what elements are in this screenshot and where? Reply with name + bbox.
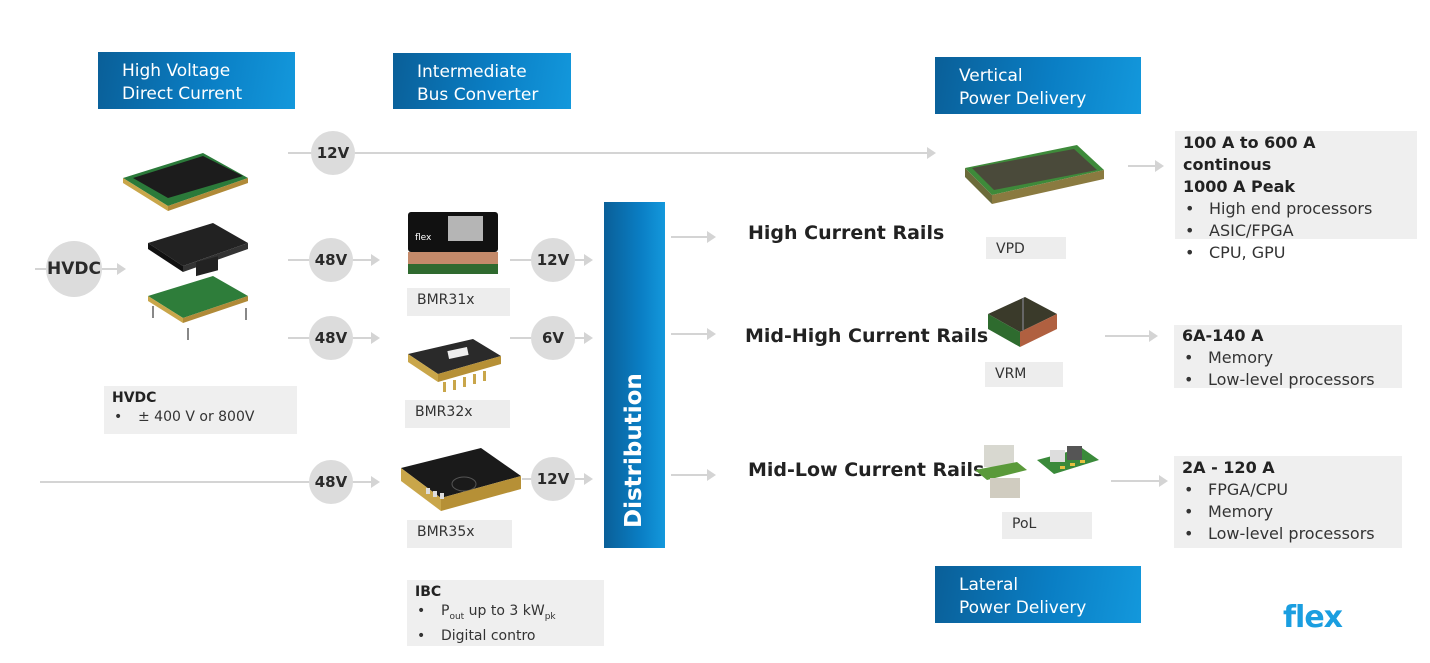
- rail-mid-high-current: Mid-High Current Rails: [745, 325, 989, 347]
- vrm-info-item: Memory: [1182, 347, 1394, 369]
- line-48v-2-left: [288, 337, 318, 339]
- header-lateral-power-delivery: Lateral Power Delivery: [935, 566, 1141, 623]
- bypass-arrow-12v: [350, 147, 936, 159]
- line-48v-3-left: [40, 481, 320, 483]
- vrm-info-box: 6A-140 A Memory Low-level processors: [1174, 325, 1402, 391]
- voltage-badge-6v-out: 6V: [531, 316, 575, 360]
- hvdc-info-box: HVDC ± 400 V or 800V: [104, 386, 297, 434]
- pout-sub2: pk: [544, 611, 556, 622]
- pol-info-box: 2A - 120 A FPGA/CPU Memory Low-level pro…: [1174, 456, 1402, 548]
- hvdc-input-line: [35, 268, 55, 270]
- header-vertical-line1: Vertical: [959, 66, 1023, 86]
- line-48v-1-left: [288, 259, 318, 261]
- pol-label: PoL: [1002, 512, 1092, 539]
- vpd-info-title-2: 1000 A Peak: [1183, 177, 1296, 196]
- hvdc-arrow: [100, 263, 126, 275]
- hvdc-top-module: [123, 153, 248, 211]
- bmr31x-image: flex: [408, 212, 498, 274]
- pout-prefix: P: [441, 603, 450, 619]
- vpd-info-item: High end processors: [1183, 198, 1409, 220]
- arrow-48v-2: [350, 332, 380, 344]
- bmr32x-image: [408, 339, 501, 392]
- header-vertical-line2: Power Delivery: [959, 89, 1087, 109]
- distribution-bar: Distribution: [604, 202, 665, 548]
- voltage-badge-12v-out3: 12V: [531, 457, 575, 501]
- hvdc-base-board: [148, 256, 248, 340]
- arrow-vpd-info: [1128, 160, 1164, 172]
- bmr35x-image: [401, 448, 521, 511]
- header-ibc: Intermediate Bus Converter: [393, 53, 571, 109]
- bmr35x-label: BMR35x: [407, 520, 512, 548]
- arrow-pol-info: [1111, 475, 1168, 487]
- arrow-12v-out3: [575, 473, 593, 485]
- line-12v-out-left: [510, 259, 532, 261]
- vpd-image: [965, 145, 1104, 204]
- pol-image: [975, 445, 1099, 498]
- hvdc-info-title: HVDC: [112, 390, 157, 406]
- vpd-info-item: CPU, GPU: [1183, 242, 1409, 264]
- bmr32x-label: BMR32x: [405, 400, 510, 428]
- vrm-label: VRM: [985, 362, 1063, 387]
- voltage-badge-48v-3: 48V: [309, 460, 353, 504]
- arrow-vrm-info: [1105, 330, 1158, 342]
- vpd-label: VPD: [986, 237, 1066, 259]
- vpd-info-item: ASIC/FPGA: [1183, 220, 1409, 242]
- header-ibc-line1: Intermediate: [417, 62, 527, 82]
- header-ibc-line2: Bus Converter: [417, 85, 539, 105]
- arrow-mid-low-current: [671, 469, 716, 481]
- rail-mid-low-current: Mid-Low Current Rails: [748, 459, 985, 481]
- pout-mid: up to 3 kW: [464, 603, 545, 619]
- line-6v-out-left: [510, 337, 532, 339]
- voltage-badge-12v-bypass: 12V: [311, 131, 355, 175]
- arrow-12v-out: [575, 254, 593, 266]
- bmr31x-label: BMR31x: [407, 288, 510, 316]
- vrm-image: [988, 297, 1057, 347]
- voltage-badge-12v-out: 12V: [531, 238, 575, 282]
- voltage-badge-48v-1: 48V: [309, 238, 353, 282]
- svg-text:flex: flex: [415, 233, 432, 243]
- header-lateral-line1: Lateral: [959, 575, 1019, 595]
- ibc-info-title: IBC: [415, 584, 442, 600]
- pol-info-item: Memory: [1182, 501, 1394, 523]
- line-12v-out3-left: [522, 478, 532, 480]
- arrow-6v-out: [575, 332, 593, 344]
- voltage-badge-48v-2: 48V: [309, 316, 353, 360]
- header-hvdc-line1: High Voltage: [122, 61, 231, 81]
- arrow-48v-1: [350, 254, 380, 266]
- pol-info-item: FPGA/CPU: [1182, 479, 1394, 501]
- ibc-info-item: Digital contro: [415, 627, 596, 646]
- hvdc-source-badge: HVDC: [46, 241, 102, 297]
- vpd-info-title-1: 100 A to 600 A continous: [1183, 133, 1316, 174]
- vpd-info-box: 100 A to 600 A continous 1000 A Peak Hig…: [1175, 131, 1417, 264]
- distribution-label: Distribution: [620, 373, 647, 528]
- pout-sub: out: [449, 611, 465, 622]
- vrm-info-item: Low-level processors: [1182, 369, 1394, 391]
- flex-logo: flex: [1283, 600, 1343, 635]
- header-vertical-power-delivery: Vertical Power Delivery: [935, 57, 1141, 114]
- arrow-48v-3: [350, 476, 380, 488]
- pol-info-item: Low-level processors: [1182, 523, 1394, 545]
- pol-info-title: 2A - 120 A: [1182, 458, 1275, 477]
- header-hvdc-line2: Direct Current: [122, 84, 243, 104]
- ibc-info-box: IBC Pout up to 3 kWpk Digital contro: [407, 580, 604, 646]
- arrow-mid-high-current: [671, 328, 716, 340]
- ibc-info-pout: Pout up to 3 kWpk: [415, 602, 596, 627]
- hvdc-module-exploded-image: [123, 153, 248, 340]
- header-lateral-line2: Power Delivery: [959, 598, 1087, 618]
- header-hvdc: High Voltage Direct Current: [98, 52, 295, 109]
- hvdc-info-item: ± 400 V or 800V: [112, 408, 289, 427]
- vrm-info-title: 6A-140 A: [1182, 326, 1264, 345]
- rail-high-current: High Current Rails: [748, 222, 945, 244]
- bypass-line-left: [288, 152, 318, 154]
- arrow-high-current: [671, 231, 716, 243]
